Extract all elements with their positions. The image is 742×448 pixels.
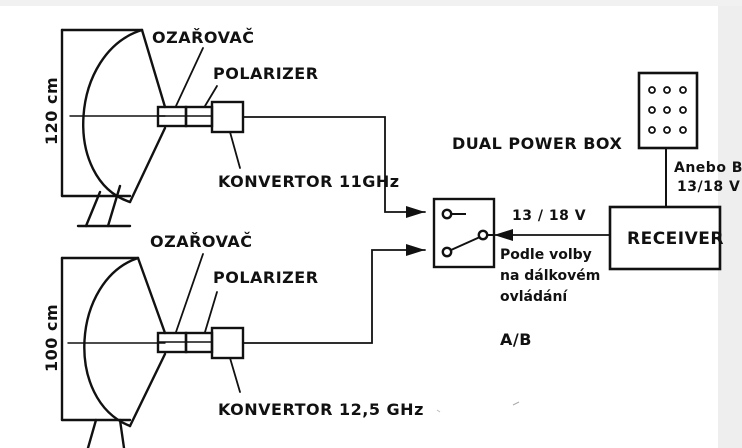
- dish-bottom-converter-label: KONVERTOR 12,5 GHz: [218, 400, 424, 419]
- dish-top-size-label: 120 cm: [42, 76, 61, 145]
- dish-bottom-feed-label: OZAŘOVAČ: [150, 232, 253, 251]
- page-top-shadow: [0, 0, 742, 6]
- arrow-top-in: [406, 206, 425, 218]
- receiver-label: RECEIVER: [627, 229, 724, 249]
- dish-bottom-size-label: 100 cm: [42, 303, 61, 372]
- dish-bottom: [60, 249, 426, 448]
- converter-bottom: [210, 326, 245, 360]
- arrow-bottom-in: [406, 244, 425, 256]
- selection-note-line3: ovládání: [500, 289, 568, 305]
- converter-top: [210, 100, 245, 134]
- dish-top: [60, 28, 426, 228]
- dish-top-feed-label: OZAŘOVAČ: [152, 28, 255, 47]
- switch-box: [432, 197, 496, 269]
- dish-bottom-polarizer-label: POLARIZER: [213, 268, 319, 287]
- voltage-label: 13 / 18 V: [512, 208, 587, 224]
- ab-label: A/B: [500, 330, 532, 349]
- remote-label-line1: Anebo B: [674, 160, 742, 176]
- page-edge-shadow: [718, 0, 742, 448]
- dish-bottom-reflector: [83, 256, 140, 428]
- power-box-label: DUAL POWER BOX: [452, 134, 623, 153]
- arrow-to-switch: [494, 229, 513, 241]
- dish-top-polarizer-label: POLARIZER: [213, 64, 319, 83]
- remote-label-line2: 13/18 V: [677, 179, 741, 195]
- selection-note-line1: Podle volby: [500, 247, 592, 263]
- remote-control: [637, 71, 699, 207]
- selection-note: Podle volby na dálkovém ovládání: [500, 245, 600, 308]
- dish-top-converter-label: KONVERTOR 11GHz: [218, 172, 400, 191]
- selection-note-line2: na dálkovém: [500, 268, 601, 284]
